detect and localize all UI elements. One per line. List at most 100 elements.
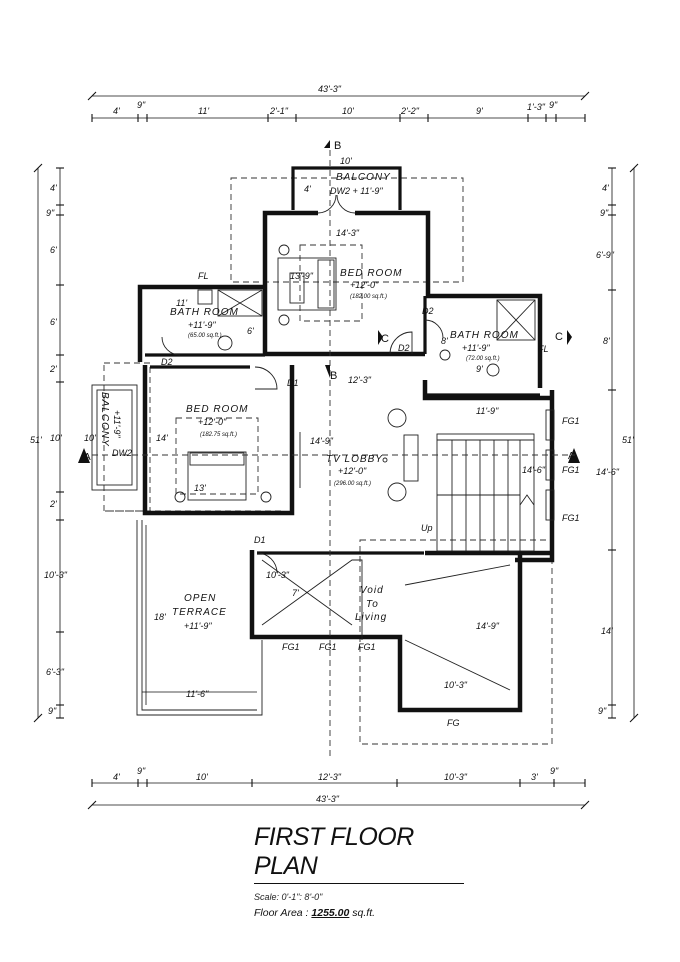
section-markers: B B C C A A <box>78 132 580 760</box>
bathroom-1-area: (65.00 sq.ft.) <box>188 333 222 339</box>
fg-tag-5: FG1 <box>319 642 337 652</box>
bathroom-1-width: 11' <box>176 298 187 308</box>
floor-area: Floor Area : 1255.00 sq.ft. <box>254 907 464 919</box>
overall-left-dim: 51' <box>30 435 42 445</box>
fg-bottom-tag: FG <box>447 718 460 728</box>
plan-scale: Scale: 0'-1": 8'-0" <box>254 892 323 902</box>
floor-area-label: Floor Area : <box>254 907 309 919</box>
bedroom-2-name: BED ROOM <box>186 404 248 415</box>
bottom-dim-4: 12'-3" <box>318 772 342 782</box>
top-dim-8: 1'-3" <box>527 102 546 112</box>
staircase <box>436 409 555 552</box>
right-dim-5: 14'-6" <box>596 467 620 477</box>
floor-area-value: 1255.00 <box>311 907 350 919</box>
tv-lobby-area: (296.00 sq.ft.) <box>334 481 371 487</box>
void-d2: 14'-9" <box>476 621 500 631</box>
right-dim-2: 9" <box>600 208 609 218</box>
terrace-name-1: OPEN <box>184 593 216 604</box>
void-line1: Void <box>360 585 384 596</box>
void-width: 10'-3" <box>266 570 290 580</box>
top-dim-3: 11' <box>198 106 209 116</box>
up-tag: Up <box>421 523 433 533</box>
fg-tag-2: FG1 <box>562 465 580 475</box>
title-block: FIRST FLOOR PLAN Scale: 0'-1": 8'-0" Flo… <box>254 823 464 919</box>
right-dim-3: 6'-9" <box>596 250 615 260</box>
plan-title: FIRST FLOOR PLAN <box>254 823 464 884</box>
left-dim-10: 9" <box>48 706 57 716</box>
left-dim-5: 2' <box>49 364 57 374</box>
bathroom-1-depth: 6' <box>247 326 254 336</box>
section-b-mid: B <box>330 370 337 382</box>
lower-hall-width: 10'-3" <box>444 680 468 690</box>
section-a-left: A <box>84 452 91 463</box>
bottom-dimension-lines: 4' 9" 10' 12'-3" 10'-3" 3' 9" 43'-3" <box>87 766 590 810</box>
void-d1: 7' <box>292 588 299 598</box>
top-dim-9: 9" <box>549 100 558 110</box>
tv-lobby-level: +12'-0" <box>338 466 367 476</box>
top-dim-1: 4' <box>113 106 120 116</box>
tv-lobby-depth: 14'-9" <box>310 436 334 446</box>
section-c-right: C <box>555 331 563 343</box>
fg-tag-3: FG1 <box>562 513 580 523</box>
terrace-name-2: TERRACE <box>172 607 227 618</box>
left-dim-1: 4' <box>50 183 57 193</box>
bathroom-2-area: (72.00 sq.ft.) <box>466 356 500 362</box>
d2-tag-a: D2 <box>161 357 173 367</box>
stair-width: 11'-9" <box>476 406 499 416</box>
top-dim-5: 10' <box>342 106 354 116</box>
section-a-right: A <box>568 451 575 462</box>
void-line2: To <box>366 599 379 610</box>
terrace-depth: 18' <box>154 612 166 622</box>
bathroom-2-depth: 9' <box>476 364 483 374</box>
left-dim-3: 6' <box>50 245 57 255</box>
balcony-left-level: +11'-9" <box>112 410 122 438</box>
bedroom-1-depth: 13'-9" <box>290 271 314 281</box>
d2-tag-b: D2 <box>422 306 434 316</box>
left-dim-2: 9" <box>46 208 55 218</box>
balcony-left-door: DW2 <box>112 448 132 458</box>
walls <box>91 166 555 716</box>
floor-area-unit: sq.ft. <box>352 907 376 919</box>
right-dim-4: 8' <box>603 336 610 346</box>
bathroom-1-level: +11'-9" <box>188 320 216 330</box>
top-dim-4: 2'-1" <box>269 106 289 116</box>
doors <box>161 194 444 574</box>
bedroom-2-level: +12'-0" <box>198 417 227 427</box>
bedroom-2-depth: 14' <box>156 433 168 443</box>
top-dim-6: 2'-2" <box>400 106 420 116</box>
bedroom-2-area: (182.75 sq.ft.) <box>200 432 237 438</box>
tv-lobby-name: TV LOBBY <box>326 454 383 465</box>
bottom-dim-2: 9" <box>137 766 146 776</box>
balcony-top-level: DW2 + 11'-9" <box>330 186 383 196</box>
section-c-left: C <box>381 333 389 345</box>
bedroom-1-width: 14'-3" <box>336 228 360 238</box>
bedroom-2-width: 13' <box>194 483 206 493</box>
stair-depth: 14'-6" <box>522 465 546 475</box>
left-dim-8: 10'-3" <box>44 570 68 580</box>
left-dim-7: 2' <box>49 499 57 509</box>
overall-top-dim: 43'-3" <box>318 84 342 94</box>
terrace-level: +11'-9" <box>184 621 212 631</box>
fl-tag-1: FL <box>198 271 209 281</box>
bathroom-2-level: +11'-9" <box>462 343 490 353</box>
d2-tag-c: D2 <box>398 343 410 353</box>
bathroom-1-name: BATH ROOM <box>170 307 239 318</box>
bathroom-2-name: BATH ROOM <box>450 330 519 341</box>
room-labels: 10' BALCONY 4' DW2 + 11'-9" 14'-3" BED R… <box>84 156 580 728</box>
d1-tag-a: D1 <box>287 378 299 388</box>
fg-tag-6: FG1 <box>358 642 376 652</box>
bottom-dim-6: 3' <box>531 772 538 782</box>
balcony-left-dim: 10' <box>84 433 96 443</box>
overall-bottom-dim: 43'-3" <box>316 794 340 804</box>
bottom-dim-7: 9" <box>550 766 559 776</box>
balcony-top-name: BALCONY <box>336 172 391 183</box>
right-dimension-lines: 4' 9" 6'-9" 8' 14'-6" 14' 9" 51' <box>596 163 639 723</box>
balcony-top-dim: 4' <box>304 184 311 194</box>
bottom-dim-3: 10' <box>196 772 208 782</box>
void-line3: Living <box>355 612 387 623</box>
left-dim-4: 6' <box>50 317 57 327</box>
balcony-top-width: 10' <box>340 156 352 166</box>
bedroom-1-name: BED ROOM <box>340 268 402 279</box>
top-dimension-lines: 43'-3" 4' 9" 11' 2'-1" 10' 2'-2" 9' 1'-3… <box>87 84 590 122</box>
